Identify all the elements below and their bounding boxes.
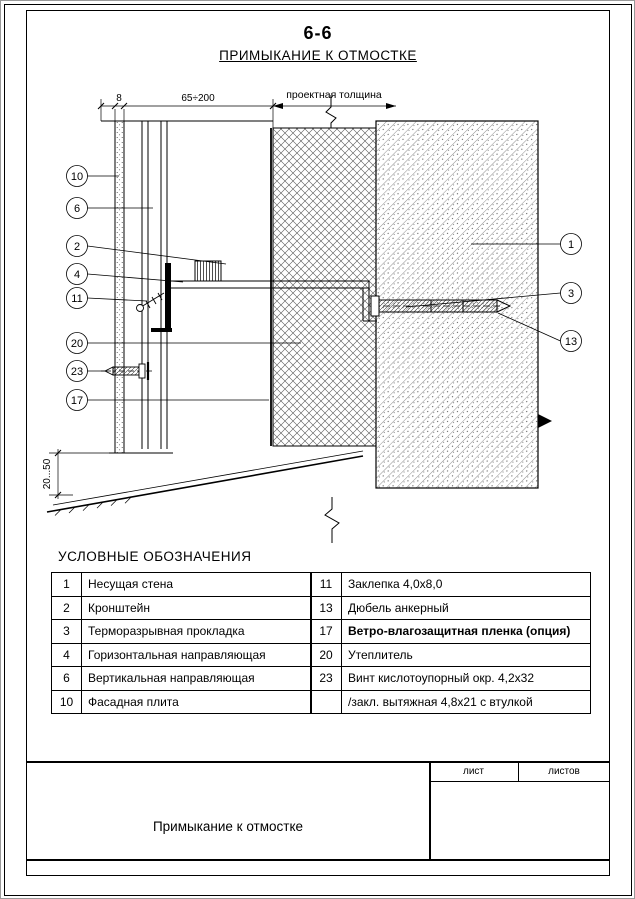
- anchor-dowel: [370, 295, 512, 317]
- titleblock-hline-2: [429, 781, 610, 782]
- legend-row: 11 Заклепка 4,0х8,0: [310, 572, 591, 597]
- legend-num: 13: [310, 595, 342, 620]
- legend-num: 17: [310, 619, 342, 644]
- legend-heading: УСЛОВНЫЕ ОБОЗНАЧЕНИЯ: [58, 549, 252, 564]
- legend-text: Терморазрывная прокладка: [81, 619, 312, 644]
- legend-table-right: 11 Заклепка 4,0х8,0 13 Дюбель анкерный 1…: [310, 572, 591, 714]
- callouts-right: [405, 233, 582, 352]
- legend-row: 4 Горизонтальная направляющая: [51, 642, 312, 667]
- outer-frame: [4, 4, 632, 896]
- break-arrow-right: [538, 414, 552, 428]
- legend-row: /закл. вытяжная 4,8х21 с втулкой: [310, 689, 591, 714]
- legend-num: 20: [310, 642, 342, 667]
- callout-6: 6: [74, 203, 80, 215]
- break-mark-bottom: [324, 497, 340, 543]
- legend-row: 2 Кронштейн: [51, 595, 312, 620]
- dim-ground-offset: 20...50: [42, 458, 53, 489]
- legend-text: Фасадная плита: [81, 689, 312, 714]
- legend-text: /закл. вытяжная 4,8х21 с втулкой: [341, 689, 591, 714]
- legend-table-left: 1 Несущая стена 2 Кронштейн 3 Терморазры…: [51, 572, 312, 714]
- titleblock-caption: Примыкание к отмостке: [152, 819, 304, 834]
- legend-text: Несущая стена: [81, 572, 312, 597]
- callout-11: 11: [71, 293, 82, 305]
- callout-4: 4: [74, 269, 80, 281]
- callout-2: 2: [74, 241, 80, 253]
- blind-area-slope: [46, 450, 364, 516]
- legend-num: 23: [310, 666, 342, 691]
- callout-23: 23: [71, 366, 83, 378]
- facade-panel: [101, 120, 273, 454]
- callout-20: 20: [71, 338, 83, 350]
- callout-3: 3: [568, 288, 574, 300]
- legend-row: 10 Фасадная плита: [51, 689, 312, 714]
- dim-panel-thickness: 8: [116, 93, 122, 104]
- legend-num: 4: [51, 642, 82, 667]
- bracket-assembly: [151, 260, 377, 332]
- dim-bracket-range: 65÷200: [181, 93, 215, 104]
- inner-frame: [26, 10, 610, 876]
- titleblock-vline: [429, 761, 431, 860]
- legend-row: 1 Несущая стена: [51, 572, 312, 597]
- page-title: ПРИМЫКАНИЕ К ОТМОСТКЕ: [219, 48, 417, 63]
- callout-10: 10: [71, 171, 83, 183]
- section-number: 6-6: [303, 23, 333, 43]
- legend-row: 3 Терморазрывная прокладка: [51, 619, 312, 644]
- legend-text: Заклепка 4,0х8,0: [341, 572, 591, 597]
- legend-text: Вертикальная направляющая: [81, 666, 312, 691]
- dimension-ground-offset: [49, 449, 109, 499]
- legend-text: Дюбель анкерный: [341, 595, 591, 620]
- legend-num: 11: [310, 572, 342, 597]
- sheet-label: лист: [462, 766, 484, 777]
- legend-row: 13 Дюбель анкерный: [310, 595, 591, 620]
- rivet-fastener: [136, 292, 165, 312]
- legend-row: 6 Вертикальная направляющая: [51, 666, 312, 691]
- legend-text: Кронштейн: [81, 595, 312, 620]
- dim-design-thickness: проектная толщина: [286, 89, 382, 101]
- legend-row: 20 Утеплитель: [310, 642, 591, 667]
- legend-text: Горизонтальная направляющая: [81, 642, 312, 667]
- callouts-left: [66, 165, 301, 411]
- legend-num: [310, 689, 342, 714]
- header: 6-6 ПРИМЫКАНИЕ К ОТМОСТКЕ: [26, 23, 610, 63]
- titleblock-bottom-line: [26, 859, 610, 861]
- break-mark-top: [325, 95, 337, 128]
- legend-num: 10: [51, 689, 82, 714]
- legend-text: Винт кислотоупорный окр. 4,2х32: [341, 666, 591, 691]
- titleblock-top-line: [26, 761, 610, 763]
- insulation-layer: [270, 127, 377, 447]
- sheets-label: листов: [548, 766, 580, 777]
- legend-num: 3: [51, 619, 82, 644]
- legend-text: Утеплитель: [341, 642, 591, 667]
- callout-13: 13: [565, 336, 577, 348]
- callout-17: 17: [71, 395, 83, 407]
- legend-row: 17 Ветро-влагозащитная пленка (опция): [310, 619, 591, 644]
- legend-text: Ветро-влагозащитная пленка (опция): [341, 619, 591, 644]
- legend-num: 6: [51, 666, 82, 691]
- callout-1: 1: [568, 239, 574, 251]
- legend-row: 23 Винт кислотоупорный окр. 4,2х32: [310, 666, 591, 691]
- titleblock-vline-2: [518, 761, 519, 782]
- legend-num: 1: [51, 572, 82, 597]
- legend-num: 2: [51, 595, 82, 620]
- dimension-design-thickness: [273, 103, 396, 109]
- technical-drawing: 8 65÷200 проектная толщина 20...50 10 6 …: [42, 89, 582, 543]
